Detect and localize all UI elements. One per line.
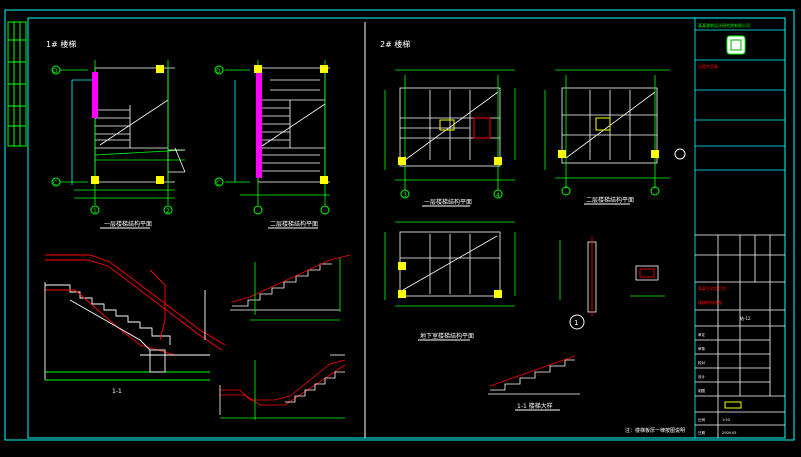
stair-plan-2c [384,221,516,307]
note-tag-2b [595,117,611,131]
right-section-title: 2# 楼梯 [380,39,410,49]
column-1a-br [156,176,164,184]
detail-callout [569,314,585,330]
tb-row-1: 审核 [698,346,706,351]
tb-date-label: 日期 [698,430,706,435]
wall-detail [559,236,597,316]
column-1b-tl [254,65,262,73]
plan-1b-caption: 二层楼梯结构平面 [270,220,318,228]
inner-frame [27,17,786,439]
axis-tag: D [216,68,221,75]
left-section-title: 1# 楼梯 [46,39,76,49]
axis-bubble-2a-right [493,189,503,199]
plan-2a-caption: 一层楼梯结构平面 [424,198,472,206]
column-2a-br [494,157,502,165]
axis-tag: C [216,180,220,187]
tb-row-0: 审定 [698,332,706,337]
axis-bubble-1a-bottom [51,177,61,187]
section-1-caption: 1-1 [112,388,122,395]
outer-frame [4,9,795,441]
beam-detail [630,265,665,297]
stair-section-left [44,254,226,381]
column-1a-tr [156,65,164,73]
column-1b-br [320,176,328,184]
column-2b-bl [558,150,566,158]
stair-plan-2a [384,69,516,190]
stair-plan-1b [225,60,330,205]
tb-row-2: 校对 [698,360,706,365]
axis-tag: C [53,180,57,187]
stair-elevation-c [488,355,580,395]
detail-callout-label: 1 [574,319,578,327]
axis-bubble-1a-top [51,65,61,75]
axis-bubble-2a-left [400,189,410,199]
column-1a-bl [91,176,99,184]
axis-tag: 1 [93,208,97,215]
plan-2b-caption: 二层楼梯结构平面 [586,196,634,204]
pier-1b [256,72,262,178]
tb-row-3: 设计 [698,374,706,379]
tb-date: 2009.05 [722,431,736,435]
tb-scale-label: 比例 [698,417,706,422]
pier-1a [92,72,98,118]
plan-2c-caption: 地下室楼梯结构平面 [420,332,474,340]
tb-row-4: 制图 [698,388,706,393]
axis-bubble-1b-left [253,205,263,215]
axis-bubble-1a-right [163,205,173,215]
project-name: 某某住宅楼工程 [698,285,726,291]
axis-bubble-2b-right [650,186,660,196]
company-logo [726,35,746,55]
column-2c-br [494,290,502,298]
column-2a-bl [398,157,406,165]
sheet-stamp-box [724,401,742,409]
axis-bubble-1b-top [214,65,224,75]
column-2c-bl [398,290,406,298]
title-block [694,18,785,438]
binding-strip [7,21,27,147]
axis-tag: 3 [403,192,407,199]
axis-tag: D [53,68,58,75]
title-block-header: 某某建筑设计研究院有限公司 [698,22,750,28]
plan-1a-caption: 一层楼梯结构平面 [104,220,152,228]
section-note-caption: 1-1 楼梯大样 [517,402,553,410]
axis-tag: 4 [496,192,500,199]
note-tag-2a [439,119,455,131]
axis-bubble-1b-right [320,205,330,215]
company-logo-mark [730,39,742,51]
axis-bubble-1b-bottom [214,177,224,187]
sheet-number: 结-12 [740,315,751,321]
tb-scale: 1:50 [722,418,730,422]
footnote: 注：楼梯板厚一律按图说明 [625,427,685,434]
stamp-label: 出图专用章 [698,63,718,69]
stair-elevation-a [230,254,351,321]
drawing-name: 楼梯结构详图 [698,299,722,305]
column-1b-tr [320,65,328,73]
axis-tag: 2 [166,208,170,215]
stair-elevation-b [219,354,346,420]
section-mark-2b [674,148,686,160]
column-2b-br [651,150,659,158]
axis-bubble-1a-left [90,205,100,215]
axis-bubble-2b-left [561,186,571,196]
column-2c-l [398,262,406,270]
rebar-box-2a [473,117,491,139]
